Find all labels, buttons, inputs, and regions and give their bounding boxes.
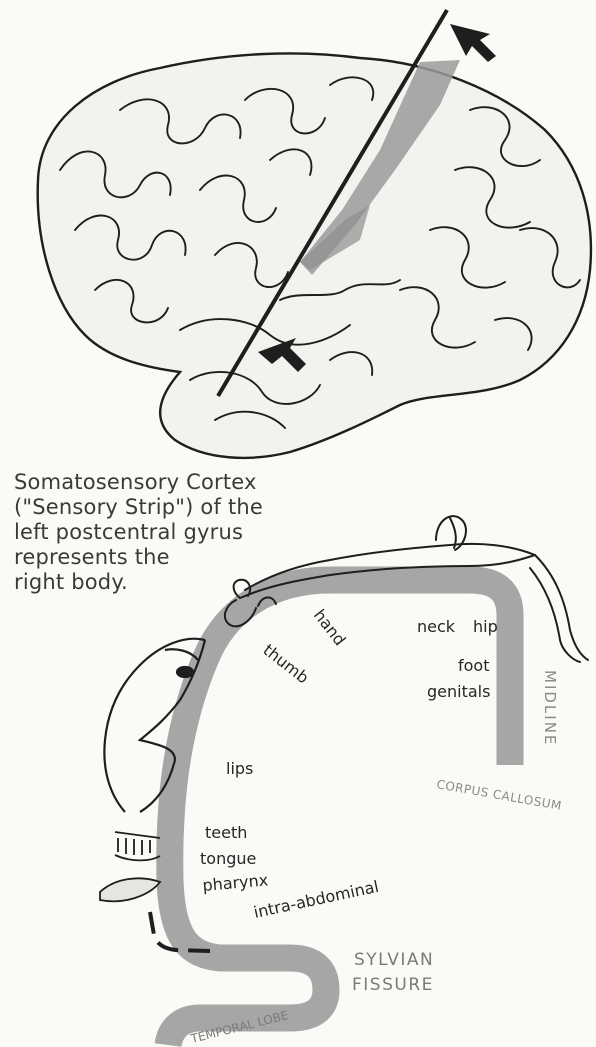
caption-line-5: right body.: [14, 570, 334, 595]
label-hand: hand: [310, 606, 350, 649]
label-fissure: FISSURE: [352, 975, 434, 995]
label-teeth: teeth: [205, 823, 247, 842]
sensory-strip: neck hip hand foot genitals thumb lips t…: [100, 516, 588, 1046]
upper-arrow-icon: [450, 24, 496, 62]
label-foot: foot: [458, 656, 489, 675]
homunculus-mouth: [100, 832, 160, 901]
brain-illustration: [38, 10, 591, 458]
label-intra-abdominal: intra-abdominal: [252, 877, 381, 922]
label-sylvian: SYLVIAN: [354, 950, 434, 970]
label-tongue: tongue: [200, 849, 256, 868]
caption-line-1: Somatosensory Cortex: [14, 470, 334, 495]
caption-line-2: ("Sensory Strip") of the: [14, 495, 334, 520]
label-genitals: genitals: [427, 682, 490, 701]
label-thumb: thumb: [260, 640, 313, 687]
label-lips: lips: [226, 759, 253, 778]
caption-line-4: represents the: [14, 545, 334, 570]
label-midline: MIDLINE: [541, 670, 559, 746]
label-pharynx: pharynx: [202, 870, 269, 895]
label-hip: hip: [473, 617, 498, 636]
caption: Somatosensory Cortex ("Sensory Strip") o…: [14, 470, 334, 595]
label-corpus-callosum: CORPUS CALLOSUM: [435, 777, 562, 813]
label-neck: neck: [417, 617, 456, 636]
cortex-strip: [168, 580, 510, 1045]
caption-line-3: left postcentral gyrus: [14, 520, 334, 545]
